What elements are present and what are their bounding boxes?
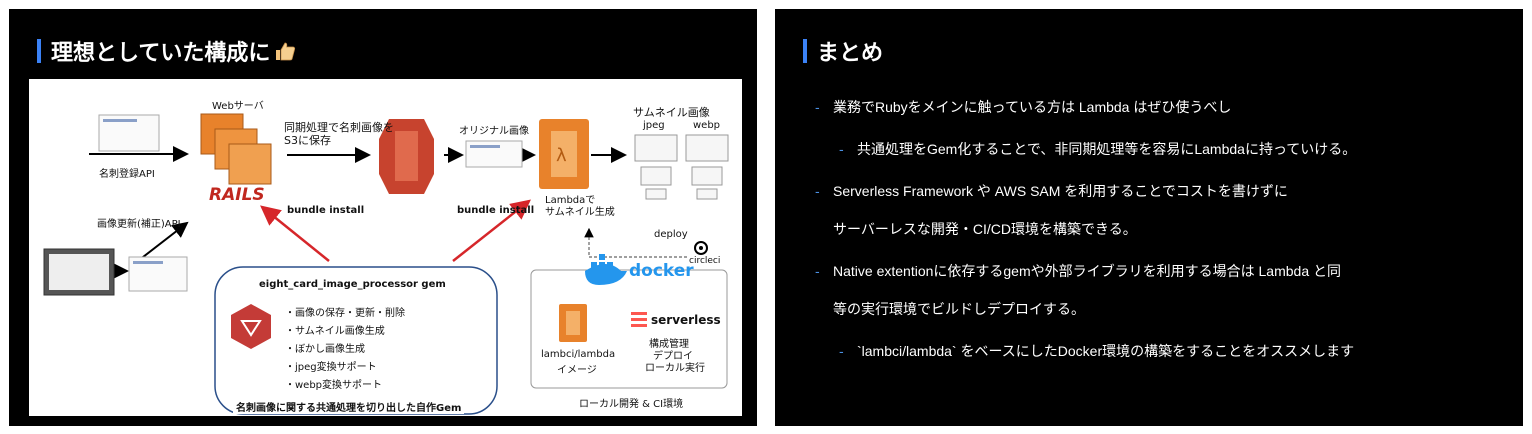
bullet-dash: - [839, 141, 844, 157]
thumb-jpeg-small [645, 188, 667, 200]
gem-name-label: eight_card_image_processor gem [259, 279, 446, 290]
thumb-webp-medium [691, 166, 723, 186]
title-accent-bar [37, 39, 41, 63]
docker-logo-text: docker [629, 261, 694, 281]
serverless-desc-1: 構成管理 [649, 339, 689, 350]
slide-title-text: 理想としていた構成に [51, 41, 271, 66]
sync-label-2: S3に保存 [284, 134, 331, 147]
diagram-shapes: λ [43, 113, 729, 415]
bullet-continuation: サーバーレスな開発・CI/CD環境を構築できる。 [815, 219, 1515, 239]
lambci-label-1: lambci/lambda [541, 349, 616, 360]
bullet-text: サーバーレスな開発・CI/CD環境を構築できる。 [833, 221, 1137, 237]
thumb-webp-small [696, 188, 718, 200]
slide-title-text: まとめ [817, 41, 884, 66]
bullet-text: Serverless Framework や AWS SAM を利用することでコ… [833, 183, 1288, 199]
bullet-dash: - [839, 343, 844, 359]
arrow-gem-to-rails [260, 205, 330, 262]
deploy-label: deploy [654, 229, 688, 240]
slide-title: 理想としていた構成に [37, 35, 296, 67]
bullet-dash: - [815, 99, 820, 115]
thumb-webp-large [685, 134, 729, 162]
sub-bullet-item: - 共通処理をGem化することで、非同期処理等を容易にLambdaに持っていける… [815, 139, 1515, 159]
bullet-text: 等の実行環境でビルドしデプロイする。 [833, 301, 1085, 317]
ruby-gem-icon [231, 304, 271, 349]
gem-feature: ・webp変換サポート [285, 380, 383, 391]
original-image-label: オリジナル画像 [459, 126, 529, 137]
deploy-dashed-line [584, 227, 687, 258]
svg-text:λ: λ [556, 145, 567, 166]
card-register-api-label: 名刺登録API [99, 169, 155, 180]
sub-bullet-item: - `lambci/lambda` をベースにしたDocker環境の構築をするこ… [815, 341, 1515, 361]
slide-title: まとめ [803, 35, 883, 67]
web-server-label: Webサーバ [212, 101, 264, 112]
rails-logo: RAILS [209, 185, 265, 205]
circleci-label: circleci [689, 256, 721, 266]
thumb-jpeg-large [634, 134, 678, 162]
bundle-install-label-2: bundle install [457, 205, 535, 216]
thumb-jpeg-medium [640, 166, 672, 186]
serverless-desc-3: ローカル実行 [645, 363, 705, 374]
serverless-icon [631, 312, 647, 327]
gem-feature: ・サムネイル画像生成 [285, 326, 385, 337]
arrow-gem-to-lambda [452, 199, 531, 262]
serverless-logo-text: serverless [651, 313, 721, 327]
docker-whale-icon [585, 264, 627, 285]
lambda-label-2: サムネイル生成 [545, 207, 615, 218]
bullet-item: - 業務でRubyをメインに触っている方は Lambda はぜひ使うべし [815, 97, 1515, 117]
server-box-3 [228, 143, 272, 185]
jpeg-label: jpeg [643, 120, 665, 131]
gem-feature: ・jpeg変換サポート [285, 362, 377, 373]
thumbs-up-icon [276, 42, 296, 61]
bullet-dash: - [815, 183, 820, 199]
title-accent-bar [803, 39, 807, 63]
gem-feature: ・ぼかし画像生成 [285, 344, 365, 355]
bullet-text: `lambci/lambda` をベースにしたDocker環境の構築をすることを… [857, 343, 1355, 359]
image-update-api-label: 画像更新(補正)API [97, 219, 181, 230]
original-card-image [465, 140, 523, 168]
bundle-install-label-1: bundle install [287, 205, 365, 216]
bullet-item: - Native extentionに依存するgemや外部ライブラリを利用する場… [815, 261, 1515, 281]
gem-feature: ・画像の保存・更新・削除 [285, 308, 405, 319]
s3-icon-inner [395, 131, 418, 181]
serverless-desc-2: デプロイ [653, 351, 693, 362]
lambci-label-2: イメージ [557, 365, 597, 376]
architecture-diagram: λ [29, 79, 742, 416]
sync-label-1: 同期処理で名刺画像を [284, 121, 394, 134]
gem-feature-list: ・画像の保存・更新・削除 ・サムネイル画像生成 ・ぼかし画像生成 ・jpeg変換… [285, 305, 405, 395]
slide-summary: まとめ - 業務でRubyをメインに触っている方は Lambda はぜひ使うべし… [775, 9, 1523, 426]
bullet-text: 共通処理をGem化することで、非同期処理等を容易にLambdaに持っていける。 [857, 141, 1357, 157]
bullet-continuation: 等の実行環境でビルドしデプロイする。 [815, 299, 1515, 319]
webp-label: webp [693, 120, 721, 131]
lambda-label-1: Lambdaで [545, 195, 596, 206]
gem-caption: 名刺画像に関する共通処理を切り出した自作Gem [233, 399, 465, 414]
gem-box [214, 266, 498, 415]
bullet-item: - Serverless Framework や AWS SAM を利用すること… [815, 181, 1515, 201]
summary-bullets: - 業務でRubyをメインに触っている方は Lambda はぜひ使うべし - 共… [815, 97, 1515, 361]
local-env-label: ローカル開発 & CI環境 [579, 399, 684, 410]
thumbnail-label: サムネイル画像 [633, 106, 710, 119]
bullet-text: 業務でRubyをメインに触っている方は Lambda はぜひ使うべし [833, 99, 1232, 115]
slide-architecture: 理想としていた構成に [9, 9, 757, 426]
circleci-icon [694, 241, 708, 255]
local-env-box [530, 269, 728, 389]
bullet-dash: - [815, 263, 820, 279]
bullet-text: Native extentionに依存するgemや外部ライブラリを利用する場合は… [833, 263, 1341, 279]
